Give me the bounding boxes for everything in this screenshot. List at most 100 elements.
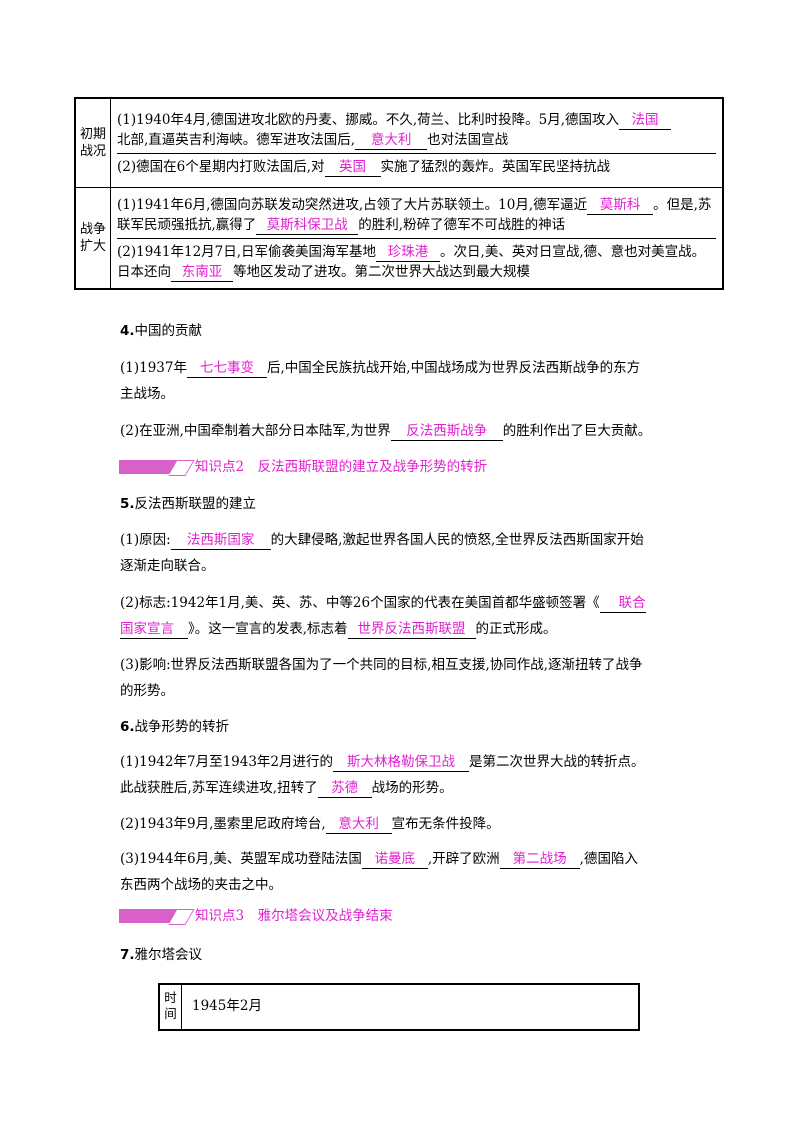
paragraph: (2)德国在6个星期内打败法国后,对英国实施了猛烈的轰炸。英国军民坚持抗战 <box>117 154 716 180</box>
text: ,德国陷入 <box>579 851 638 867</box>
text: (1)1941年6月,德国向苏联发动突然进攻,占领了大片苏联领土。10月,德军逼… <box>117 196 588 213</box>
text: 。次日,美、英对日宣战,德、意也对美宣战。日本还向 <box>117 243 706 280</box>
section-title: 战争形势的转折 <box>134 719 230 735</box>
answer-text: 珍珠港 <box>387 243 429 260</box>
answer-text: 意大利 <box>370 131 412 148</box>
text: 》。这一宣言的发表,标志着 <box>188 621 348 637</box>
answer-blank: 法国 <box>619 111 672 130</box>
paragraph-continuation: 此战获胜后,苏军连续进攻,扭转了苏德战场的形势。 <box>120 775 685 801</box>
answer-blank: 珍珠港 <box>376 243 441 262</box>
answer-text: 反法西斯战争 <box>406 423 488 439</box>
text: 是第二次世界大战的转折点。 <box>469 754 645 770</box>
war-situation-table: 初期战况 (1)1940年4月,德国进攻北欧的丹麦、挪威。不久,荷兰、比利时投降… <box>74 97 724 290</box>
text: (2)1941年12月7日,日军偷袭美国海军基地 <box>117 243 377 260</box>
text: 此战获胜后,苏军连续进攻,扭转了 <box>120 780 318 796</box>
text: 的正式形成。 <box>475 621 557 637</box>
section-heading: 5.反法西斯联盟的建立 <box>120 491 685 517</box>
paragraph: (1)1937年七七事变后,中国全民族抗战开始,中国战场成为世界反法西斯战争的东… <box>120 355 685 381</box>
paragraph: (2)1941年12月7日,日军偷袭美国海军基地珍珠港。次日,美、英对日宣战,德… <box>117 239 716 285</box>
answer-text: 莫斯科保卫战 <box>266 216 348 233</box>
paragraph: (1)1941年6月,德国向苏联发动突然进攻,占领了大片苏联领土。10月,德军逼… <box>117 192 716 239</box>
text: 也对法国宣战 <box>427 131 509 148</box>
answer-text: 莫斯科 <box>599 196 641 213</box>
row-label-initial: 初期战况 <box>74 97 111 188</box>
paragraph-continuation: 主战场。 <box>120 386 174 402</box>
banner-bar <box>119 460 177 474</box>
text: 战场的形势。 <box>371 780 453 796</box>
answer-text: 七七事变 <box>199 360 254 376</box>
answer-text: 意大利 <box>338 816 379 832</box>
section-heading: 6.战争形势的转折 <box>120 714 685 740</box>
answer-blank: 斯大林格勒保卫战 <box>333 754 470 772</box>
paragraph: (3)影响:世界反法西斯联盟各国为了一个共同的目标,相互支援,协同作战,逐渐扭转… <box>120 657 643 673</box>
banner-bar <box>119 909 177 923</box>
section-title: 中国的贡献 <box>134 323 203 339</box>
answer-blank: 第二战场 <box>499 851 580 869</box>
paragraph-continuation: 逐渐走向联合。 <box>120 558 215 574</box>
text: 后,中国全民族抗战开始,中国战场成为世界反法西斯战争的东方 <box>266 360 641 376</box>
text: (3)1944年6月,美、英盟军成功登陆法国 <box>120 851 362 867</box>
answer-blank: 东南亚 <box>171 264 233 282</box>
text: (2)1943年9月,墨索里尼政府垮台, <box>120 816 326 832</box>
text: (2)标志:1942年1月,美、英、苏、中等26个国家的代表在美国首都华盛顿签署… <box>120 595 600 611</box>
text: (1)原因: <box>120 532 171 548</box>
answer-blank: 反法西斯战争 <box>390 423 503 441</box>
section-heading: 4.中国的贡献 <box>120 318 685 344</box>
section-title: 雅尔塔会议 <box>134 947 203 963</box>
paragraph: (2)1943年9月,墨索里尼政府垮台,意大利宣布无条件投降。 <box>120 811 685 837</box>
knowledge-point-title: 知识点2 反法西斯联盟的建立及战争形势的转折 <box>195 459 488 475</box>
text: 等地区发动了进攻。第二次世界大战达到最大规模 <box>233 263 530 280</box>
answer-blank: 诺曼底 <box>361 851 428 869</box>
paragraph: (1)1942年7月至1943年2月进行的斯大林格勒保卫战是第二次世界大战的转折… <box>120 749 685 775</box>
answer-text: 法国 <box>631 111 659 128</box>
table-row: 初期战况 (1)1940年4月,德国进攻北欧的丹麦、挪威。不久,荷兰、比利时投降… <box>74 97 724 188</box>
paragraph: (2)在亚洲,中国牵制着大部分日本陆军,为世界反法西斯战争的胜利作出了巨大贡献。 <box>120 418 685 444</box>
yalta-table: 时间 1945年2月 <box>158 983 640 1031</box>
row-label-text: 初期战况 <box>79 127 106 159</box>
answer-blank: 七七事变 <box>186 360 267 378</box>
answer-blank: 意大利 <box>355 131 428 150</box>
section-number: 7. <box>120 947 135 963</box>
text: (1)1942年7月至1943年2月进行的 <box>120 754 334 770</box>
answer-blank: 莫斯科保卫战 <box>256 216 359 235</box>
answer-text: 苏德 <box>331 780 359 796</box>
answer-blank: 英国 <box>324 158 381 177</box>
section-title: 反法西斯联盟的建立 <box>134 496 257 512</box>
answer-text: 第二战场 <box>512 851 567 867</box>
text: 的胜利,粉碎了德军不可战胜的神话 <box>358 216 566 233</box>
paragraph: (1)1940年4月,德国进攻北欧的丹麦、挪威。不久,荷兰、比利时投降。5月,德… <box>117 107 716 154</box>
paragraph-continuation: 的形势。 <box>120 683 174 699</box>
text: (1)1937年 <box>120 360 187 376</box>
answer-blank: 苏德 <box>317 780 372 798</box>
text: (1)1940年4月,德国进攻北欧的丹麦、挪威。不久,荷兰、比利时投降。5月,德… <box>117 111 620 128</box>
knowledge-point-title: 知识点3 雅尔塔会议及战争结束 <box>195 908 393 924</box>
answer-blank: 莫斯科 <box>587 196 654 215</box>
section-number: 5. <box>120 496 135 512</box>
answer-text: 联合 <box>618 595 646 611</box>
table-label: 时间 <box>160 985 182 1029</box>
text: (2)在亚洲,中国牵制着大部分日本陆军,为世界 <box>120 423 391 439</box>
row-content-initial: (1)1940年4月,德国进攻北欧的丹麦、挪威。不久,荷兰、比利时投降。5月,德… <box>110 97 724 188</box>
answer-blank: 意大利 <box>325 816 392 834</box>
answer-blank: 世界反法西斯联盟 <box>347 621 476 639</box>
paragraph-continuation: 东西两个战场的夹击之中。 <box>120 877 282 893</box>
text: ,开辟了欧洲 <box>427 851 500 867</box>
section-heading: 7.雅尔塔会议 <box>120 942 685 968</box>
paragraph: (3)1944年6月,美、英盟军成功登陆法国诺曼底 ,开辟了欧洲第二战场 ,德国陷入 <box>120 846 685 872</box>
answer-text: 诺曼底 <box>374 851 416 867</box>
answer-blank: 法西斯国家 <box>170 532 271 550</box>
row-content-expand: (1)1941年6月,德国向苏联发动突然进攻,占领了大片苏联领土。10月,德军逼… <box>110 187 724 290</box>
table-value: 1945年2月 <box>192 998 262 1014</box>
answer-text: 法西斯国家 <box>186 532 255 548</box>
row-label-text: 战争扩大 <box>79 222 106 254</box>
answer-blank: 联合 <box>599 595 646 613</box>
paragraph: (1)原因:法西斯国家的大肆侵略,激起世界各国人民的愤怒,全世界反法西斯国家开始 <box>120 527 685 553</box>
text: 的胜利作出了巨大贡献。 <box>502 423 652 439</box>
answer-text: 英国 <box>339 158 367 175</box>
section-number: 6. <box>120 719 135 735</box>
row-label-expand: 战争扩大 <box>74 187 111 290</box>
text: 实施了猛烈的轰炸。英国军民坚持抗战 <box>380 158 611 175</box>
paragraph: (2)标志:1942年1月,美、英、苏、中等26个国家的代表在美国首都华盛顿签署… <box>120 590 685 616</box>
answer-text: 国家宣言 <box>120 621 174 637</box>
text: 。但是,苏联军民顽强抵抗,赢得了 <box>117 196 712 233</box>
